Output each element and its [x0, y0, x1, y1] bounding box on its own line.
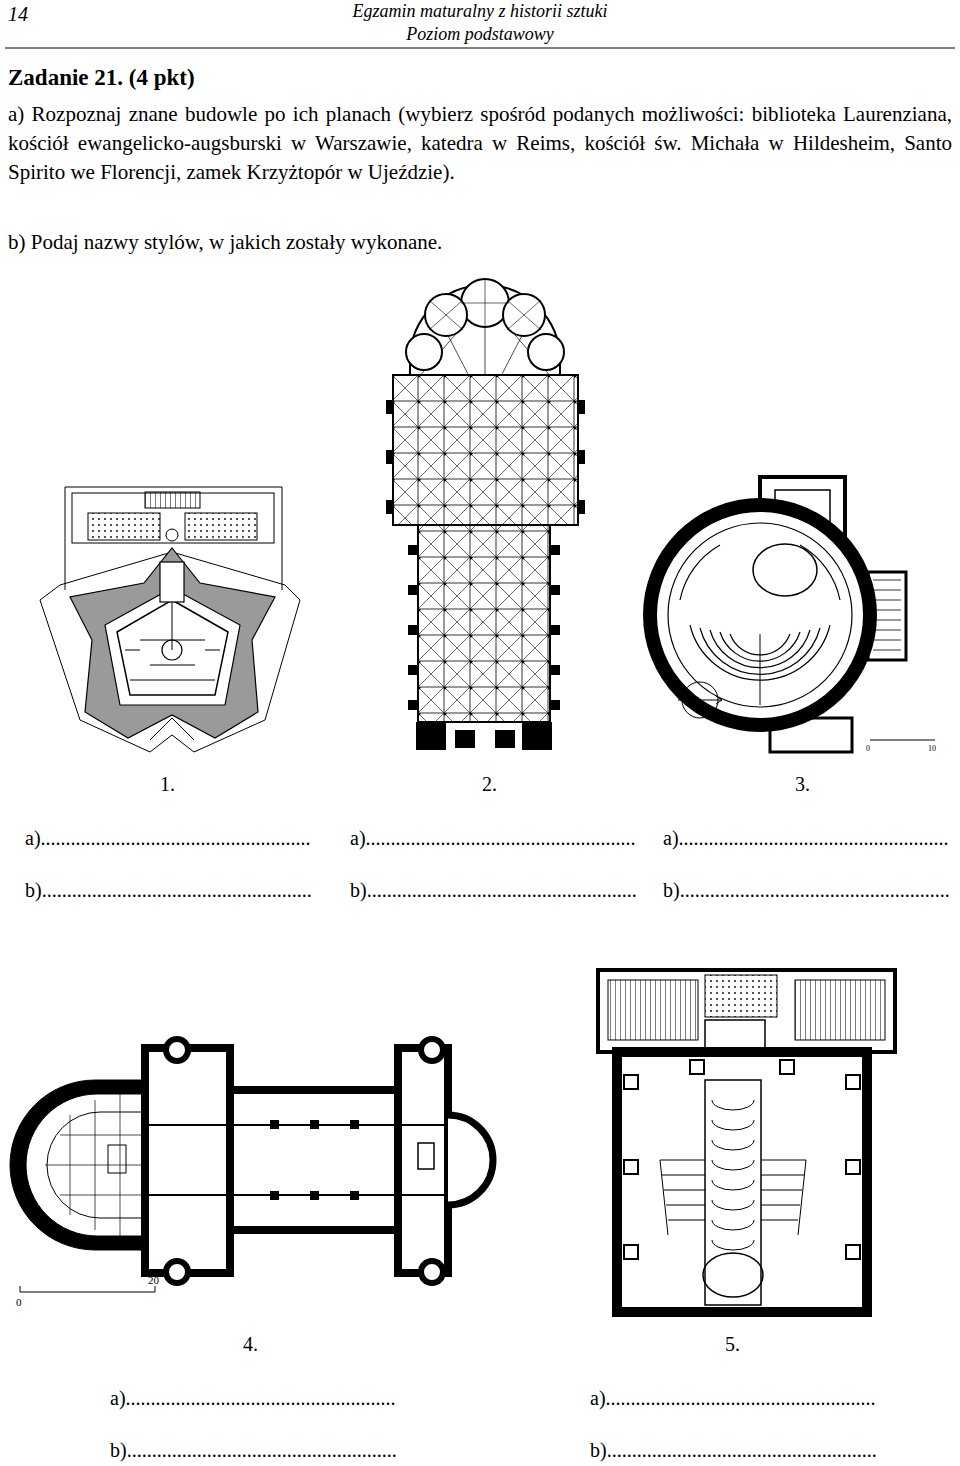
- scale-label: 0: [866, 744, 870, 754]
- answer-line: b)......................................…: [590, 1438, 877, 1462]
- scale-label: 10: [928, 744, 936, 754]
- answer-line: a)......................................…: [350, 826, 636, 850]
- task-text: a) Rozpoznaj znane budowle po ich planac…: [8, 100, 952, 187]
- plan-number: 2.: [482, 772, 497, 796]
- rotunda-plan: [650, 477, 935, 752]
- answer-line: a)......................................…: [110, 1386, 396, 1410]
- plan-number: 1.: [160, 772, 175, 796]
- answer-line: a)......................................…: [25, 826, 311, 850]
- answer-line: b)......................................…: [663, 878, 950, 902]
- plan-number: 5.: [725, 1332, 740, 1356]
- cathedral-plan: [386, 279, 585, 750]
- basilica-plan: [10, 1039, 493, 1292]
- plan-number: 3.: [795, 772, 810, 796]
- task-text: b) Podaj nazwy stylów, w jakich zostały …: [8, 230, 442, 255]
- header-text: Poziom podstawowy: [0, 24, 960, 46]
- library-plan: [598, 970, 895, 1312]
- castle-plan: [40, 487, 300, 752]
- answer-line: b)......................................…: [110, 1438, 397, 1462]
- task-title: Zadanie 21. (4 pkt): [8, 64, 195, 92]
- header-rule: [5, 48, 955, 49]
- answer-line: b)......................................…: [25, 878, 312, 902]
- header-text: Egzamin maturalny z historii sztuki: [0, 1, 960, 23]
- answer-line: a)......................................…: [590, 1386, 876, 1410]
- scale-label: 0: [16, 1296, 22, 1309]
- answer-line: b)......................................…: [350, 878, 637, 902]
- page-number: 14: [8, 2, 28, 26]
- answer-line: a)......................................…: [663, 826, 949, 850]
- plan-number: 4.: [243, 1332, 258, 1356]
- scale-label: 20: [148, 1274, 159, 1287]
